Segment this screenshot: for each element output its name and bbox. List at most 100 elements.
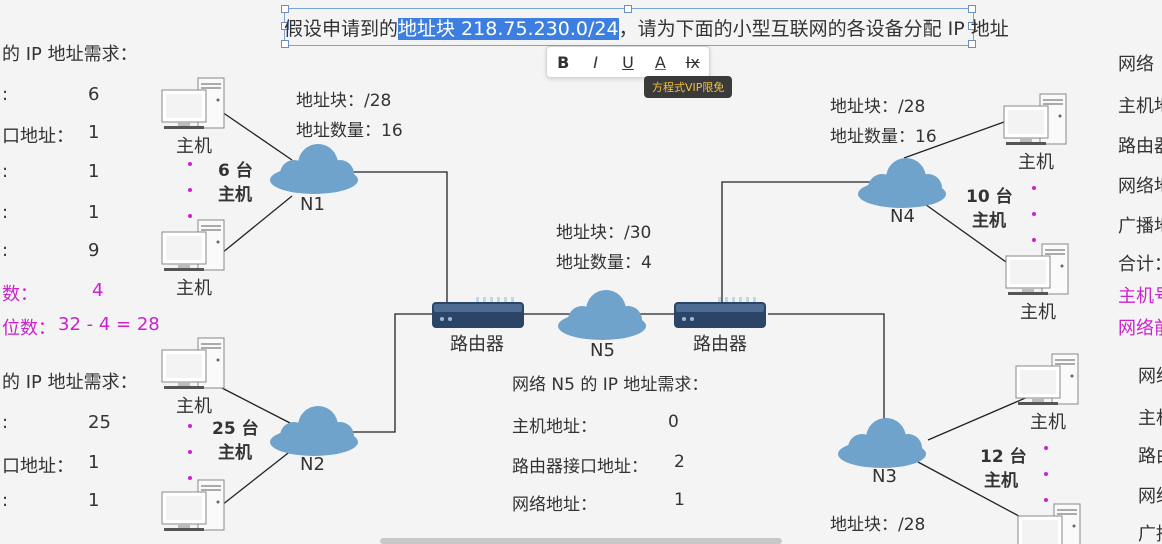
host-caption: 主机 — [1020, 302, 1056, 323]
n5-row-value: 2 — [674, 452, 685, 472]
n4-hosts-word: 主机 — [972, 211, 1006, 231]
format-toolbar: B I U A Ix — [546, 46, 710, 78]
font-color-button[interactable]: A — [654, 52, 666, 72]
right-row: 主机 — [1138, 408, 1162, 429]
n1-hosts-count: 6 台 — [218, 161, 253, 181]
right-row: 合计： — [1118, 254, 1162, 275]
n1-bits-value: 4 — [92, 280, 104, 301]
italic-button[interactable]: I — [593, 52, 598, 72]
tooltip-badge: 方程式VIP限免 — [644, 76, 733, 98]
router-right-label: 路由器 — [693, 334, 747, 355]
cloud-n1-icon — [270, 144, 358, 194]
ellipsis-dot — [1032, 212, 1036, 216]
ellipsis-dot — [1032, 238, 1036, 242]
resize-handle[interactable] — [281, 5, 289, 13]
ellipsis-dot — [1044, 446, 1048, 450]
n4-label: N4 — [890, 206, 915, 227]
host-caption: 主机 — [176, 136, 212, 157]
resize-handle[interactable] — [968, 40, 976, 48]
n1-row-value: 1 — [88, 202, 100, 223]
n2-row-label: : — [2, 412, 9, 433]
computer-icon — [161, 77, 225, 130]
n2-hosts-word: 主机 — [218, 443, 252, 463]
ellipsis-dot — [188, 188, 192, 192]
n4-hosts-count: 10 台 — [966, 187, 1013, 207]
title-prefix: 假设申请到的 — [284, 18, 399, 40]
ellipsis-dot — [1044, 472, 1048, 476]
n3-block-label: 地址块：/28 — [830, 515, 926, 535]
cloud-n2-icon — [270, 406, 358, 456]
router-left-label: 路由器 — [450, 334, 504, 355]
n1-row-label: : — [2, 161, 9, 182]
resize-handle[interactable] — [968, 5, 976, 13]
n2-requirements-heading: 的 IP 地址需求： — [2, 372, 138, 393]
n3-label: N3 — [872, 466, 897, 487]
computer-icon — [1005, 243, 1069, 296]
right-row: 路由 — [1138, 446, 1162, 467]
ellipsis-dot — [188, 214, 192, 218]
right-row: 网络地 — [1118, 176, 1162, 197]
computer-icon — [161, 479, 225, 532]
host-caption: 主机 — [176, 278, 212, 299]
n1-host-bits-label: 位数： — [2, 318, 56, 339]
underline-button[interactable]: U — [622, 52, 634, 72]
n5-row-value: 1 — [674, 490, 685, 510]
cloud-n5-icon — [558, 290, 646, 340]
computer-icon — [161, 337, 225, 390]
computer-icon — [1015, 353, 1079, 406]
n2-row-value: 1 — [88, 490, 100, 511]
n5-requirements-heading: 网络 N5 的 IP 地址需求： — [512, 375, 709, 395]
host-caption: 主机 — [1030, 412, 1066, 433]
cloud-n4-icon — [858, 158, 946, 208]
horizontal-scrollbar[interactable] — [380, 538, 782, 544]
n1-hosts-word: 主机 — [218, 185, 252, 205]
n3-hosts-count: 12 台 — [980, 447, 1027, 467]
n1-row-label: 口地址： — [2, 126, 74, 147]
n5-row-label: 主机地址： — [512, 417, 597, 437]
n1-requirements-heading: 的 IP 地址需求： — [2, 44, 138, 65]
resize-handle[interactable] — [281, 22, 289, 30]
n1-bits-label: 数： — [2, 284, 38, 305]
computer-icon — [1003, 93, 1067, 146]
n4-count-label: 地址数量：16 — [830, 127, 937, 147]
title-suffix: ，请为下面的小型互联网的各设备分配 IP 地址 — [618, 18, 1009, 40]
router-left-icon — [432, 297, 524, 328]
n3-hosts-word: 主机 — [984, 471, 1018, 491]
n2-row-value: 25 — [88, 412, 111, 433]
n1-row-label: : — [2, 240, 9, 261]
n1-row-label: : — [2, 84, 9, 105]
n2-row-label: : — [2, 490, 9, 511]
n1-count-label: 地址数量：16 — [296, 121, 403, 141]
n5-label: N5 — [590, 340, 615, 361]
right-row-highlight: 网络前 — [1118, 318, 1162, 339]
n2-label: N2 — [300, 454, 325, 475]
bold-button[interactable]: B — [557, 52, 570, 72]
right-row: 网络 — [1138, 366, 1162, 387]
right-row: 广播 — [1138, 524, 1162, 544]
n2-row-value: 1 — [88, 452, 100, 473]
host-caption: 主机 — [176, 396, 212, 417]
n2-hosts-count: 25 台 — [212, 419, 259, 439]
n5-row-value: 0 — [668, 412, 679, 432]
n1-row-value: 9 — [88, 240, 100, 261]
clear-format-button[interactable]: Ix — [685, 52, 700, 72]
resize-handle[interactable] — [281, 40, 289, 48]
n1-row-label: : — [2, 202, 9, 223]
right-row: 主机地 — [1118, 96, 1162, 117]
slide-title[interactable]: 假设申请到的地址块 218.75.230.0/24，请为下面的小型互联网的各设备… — [284, 14, 1009, 41]
title-selected-text: 地址块 218.75.230.0/24 — [398, 18, 619, 40]
cloud-n3-icon — [838, 418, 926, 468]
n1-row-value: 1 — [88, 161, 100, 182]
computer-icon — [161, 219, 225, 272]
n1-row-value: 6 — [88, 84, 100, 105]
resize-handle[interactable] — [968, 22, 976, 30]
right-row: 网络 — [1118, 54, 1154, 75]
n5-block-label: 地址块：/30 — [556, 223, 652, 243]
router-right-icon — [674, 297, 766, 328]
computer-icon — [1017, 503, 1081, 544]
n5-count-label: 地址数量：4 — [556, 253, 652, 273]
ellipsis-dot — [188, 450, 192, 454]
n1-block-label: 地址块：/28 — [296, 91, 392, 111]
resize-handle[interactable] — [624, 5, 632, 13]
